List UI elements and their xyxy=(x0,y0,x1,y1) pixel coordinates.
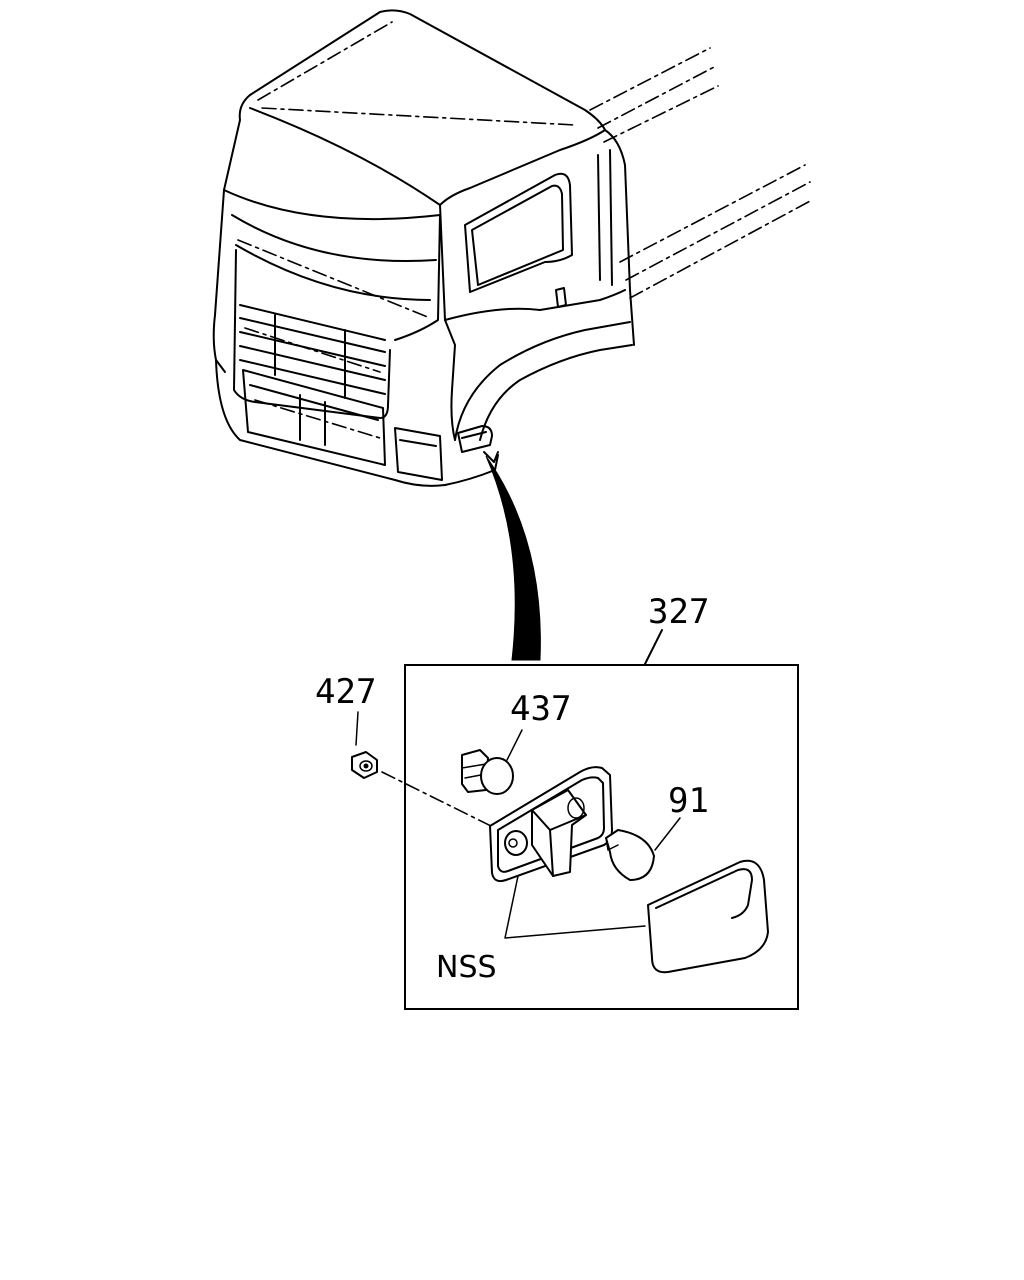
nss-leader xyxy=(504,875,646,939)
lamp-lens-part xyxy=(647,859,769,974)
callout-327: 327 xyxy=(648,592,709,632)
callout-91: 91 xyxy=(668,781,709,821)
callout-leader-91 xyxy=(654,817,681,851)
bulb-part xyxy=(605,829,655,881)
nut-part xyxy=(351,751,378,779)
detail-pointer-arrow xyxy=(485,455,541,661)
callout-427: 427 xyxy=(315,672,376,712)
callout-leader-437 xyxy=(506,729,523,761)
callout-leader-427 xyxy=(355,711,359,746)
assembly-line xyxy=(381,771,496,829)
nss-label: NSS xyxy=(436,950,497,985)
callout-leader-327 xyxy=(644,629,663,665)
bulb-socket-part xyxy=(461,749,514,795)
chassis-rails xyxy=(589,47,813,299)
callout-437: 437 xyxy=(510,689,571,729)
detail-frame xyxy=(404,664,799,1010)
truck-cab-illustration xyxy=(212,9,813,487)
